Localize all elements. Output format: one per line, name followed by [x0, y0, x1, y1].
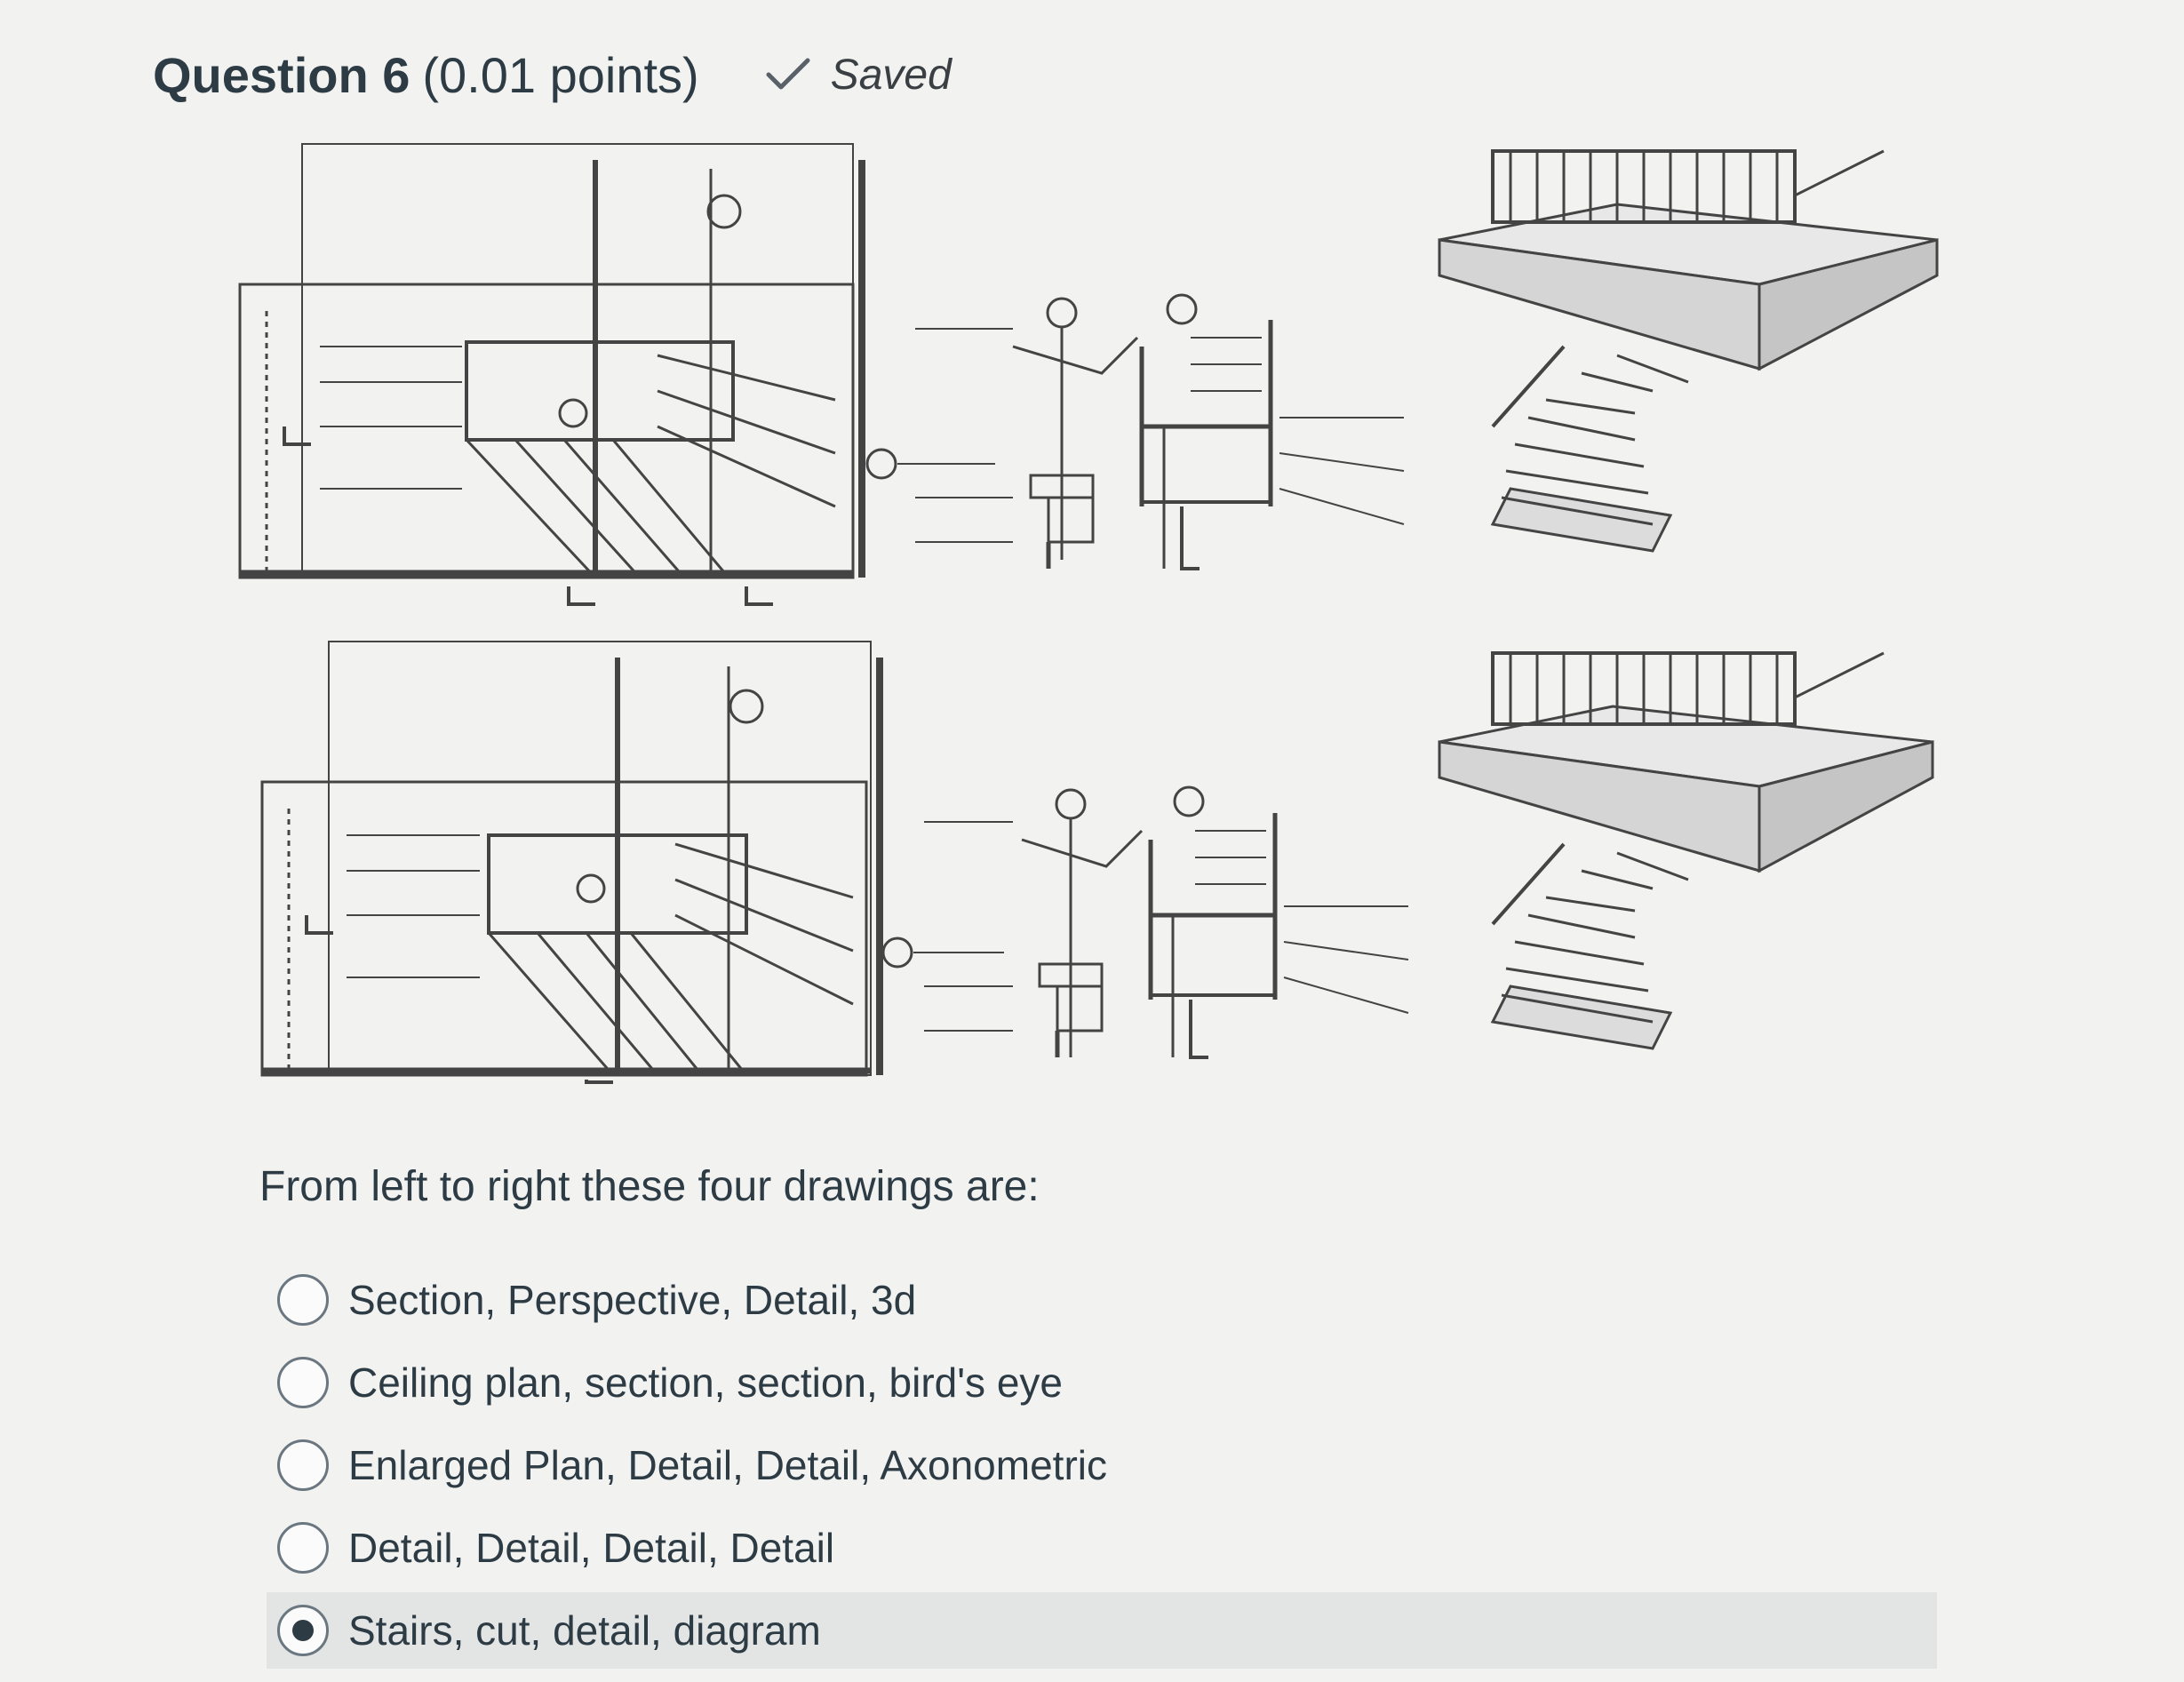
question-title: Question 6 — [153, 47, 410, 103]
radio-button-1[interactable] — [277, 1274, 329, 1326]
saved-label: Saved — [830, 51, 952, 99]
answer-label-4: Detail, Detail, Detail, Detail — [348, 1525, 835, 1571]
drawing-detail-bottom — [1148, 785, 1409, 1059]
saved-status: Saved — [765, 51, 952, 100]
answer-label-3: Enlarged Plan, Detail, Detail, Axonometr… — [348, 1442, 1107, 1488]
stair-drawings-svg — [238, 143, 1939, 1084]
answer-label-2: Ceiling plan, section, section, bird's e… — [348, 1359, 1063, 1406]
radio-button-2[interactable] — [277, 1357, 329, 1408]
drawing-axonometric-bottom — [1438, 651, 1934, 1050]
drawing-section-bottom — [881, 788, 1144, 1057]
check-icon — [766, 58, 810, 90]
drawing-detail-top — [1139, 293, 1405, 570]
stair-drawings-image — [213, 133, 1955, 1084]
question-prompt: From left to right these four drawings a… — [259, 1163, 1040, 1210]
radio-button-5[interactable] — [277, 1605, 329, 1656]
drawing-plan-bottom — [260, 641, 883, 1084]
answer-options: Section, Perspective, Detail, 3d Ceiling… — [267, 1262, 1937, 1675]
drawing-plan-top — [238, 143, 865, 606]
answer-option-2[interactable]: Ceiling plan, section, section, bird's e… — [267, 1344, 1937, 1421]
answer-option-1[interactable]: Section, Perspective, Detail, 3d — [267, 1262, 1937, 1338]
answer-label-5: Stairs, cut, detail, diagram — [348, 1607, 821, 1654]
answer-option-4[interactable]: Detail, Detail, Detail, Detail — [267, 1510, 1937, 1586]
answer-label-1: Section, Perspective, Detail, 3d — [348, 1277, 917, 1323]
drawing-axonometric-top — [1438, 149, 1939, 553]
radio-button-4[interactable] — [277, 1522, 329, 1574]
drawing-section-top — [865, 297, 1139, 569]
radio-button-3[interactable] — [277, 1439, 329, 1491]
question-points: (0.01 points) — [422, 47, 699, 103]
answer-option-5[interactable]: Stairs, cut, detail, diagram — [267, 1592, 1937, 1669]
question-header: Question 6 (0.01 points) Saved — [153, 46, 952, 104]
answer-option-3[interactable]: Enlarged Plan, Detail, Detail, Axonometr… — [267, 1427, 1937, 1503]
